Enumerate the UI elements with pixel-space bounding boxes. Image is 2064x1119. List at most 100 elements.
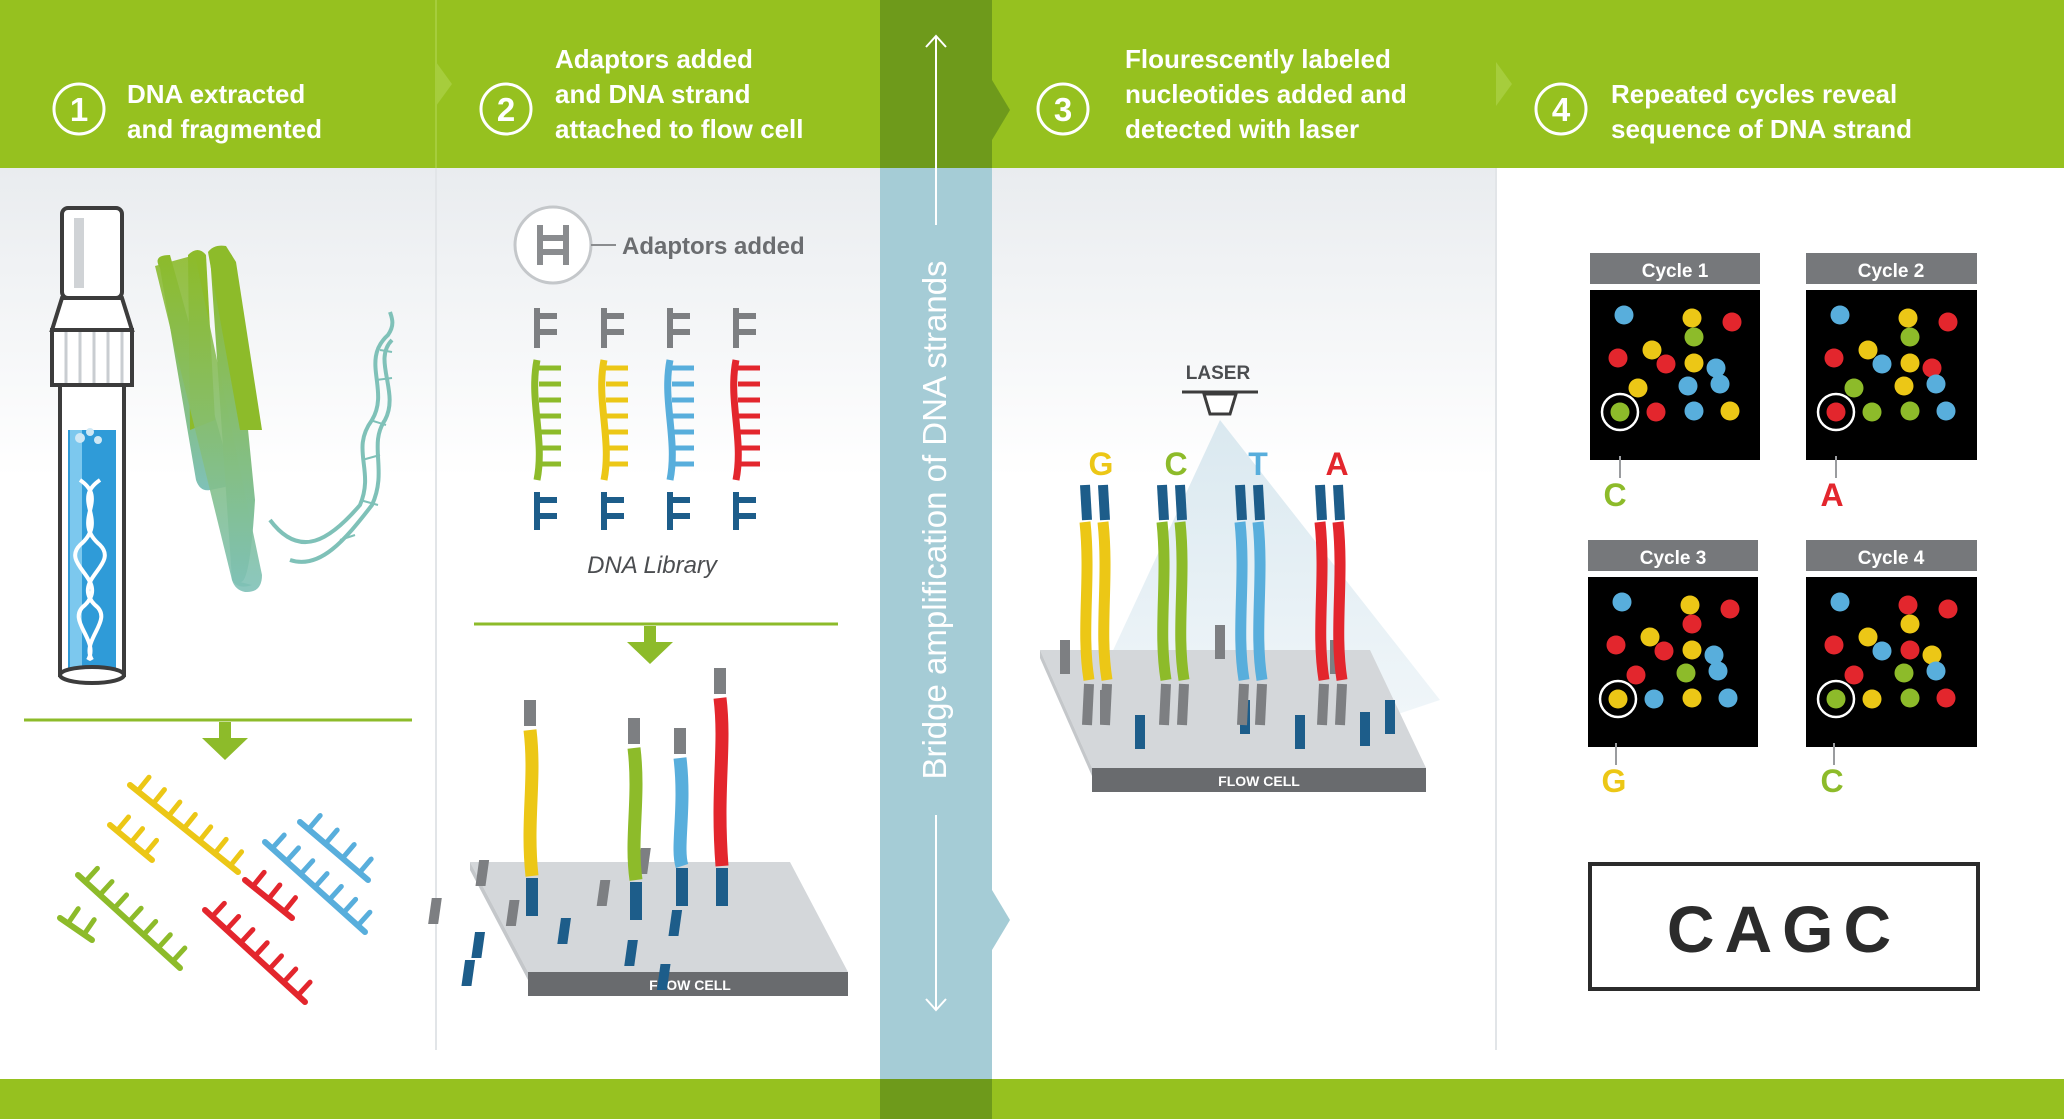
surface-oligo <box>461 960 476 986</box>
adaptor-bottom <box>667 492 690 530</box>
sequence-result-text: CAGC <box>1667 892 1901 966</box>
cluster-dot <box>1926 661 1946 681</box>
flow-cell-label: FLOW CELL <box>1218 773 1300 789</box>
strand-adaptor-top <box>1235 484 1247 521</box>
header-band <box>0 0 2064 168</box>
step-2-number: 2 <box>497 91 515 128</box>
surface-oligo <box>668 910 683 936</box>
bridge-double-arrow <box>925 34 947 1012</box>
dna-library-label: DNA Library <box>587 552 719 579</box>
strand-insert <box>673 757 689 869</box>
test-tube-icon <box>49 206 135 685</box>
cluster-dot <box>1646 402 1666 422</box>
cluster-dot <box>1862 689 1882 709</box>
cycle-2-title: Cycle 2 <box>1858 261 1925 282</box>
cluster-dot <box>1900 614 1920 634</box>
cluster-dot <box>1680 595 1700 615</box>
cluster-dot <box>1710 374 1730 394</box>
surface-oligo <box>596 880 611 906</box>
cluster-dot <box>1640 627 1660 647</box>
cluster-dot <box>1894 376 1914 396</box>
library-strand <box>598 308 628 530</box>
surface-oligo <box>1215 625 1225 659</box>
fragment-green <box>75 865 188 971</box>
cluster-dot <box>1642 340 1662 360</box>
strand-insert <box>1234 521 1250 681</box>
cluster-dot <box>1900 353 1920 373</box>
cluster-dot <box>1862 402 1882 422</box>
library-strand <box>730 308 760 530</box>
flow-cell-label: FLOW CELL <box>649 977 731 993</box>
cycle-4-title: Cycle 4 <box>1858 548 1925 569</box>
labeled-strand-pair <box>1156 484 1190 726</box>
cluster-dot <box>1708 661 1728 681</box>
surface-oligo <box>428 898 442 924</box>
cluster-dot <box>1830 592 1850 612</box>
detected-cluster-ring <box>1816 392 1856 432</box>
fragment-red <box>202 900 313 1005</box>
strand-insert <box>1097 521 1113 681</box>
fragment-red <box>242 869 298 921</box>
strand-insert <box>713 697 729 867</box>
step-2-line-3: attached to flow cell <box>555 114 804 144</box>
laser-label: LASER <box>1186 363 1251 384</box>
cluster-dot <box>1894 663 1914 683</box>
cluster-dot <box>1676 663 1696 683</box>
detected-cluster-ring <box>1816 679 1856 719</box>
cluster-dot <box>1684 353 1704 373</box>
surface-oligo <box>557 918 571 944</box>
step-2-line-1: Adaptors added <box>555 44 753 74</box>
down-arrow-icon <box>202 722 248 760</box>
cluster-dot <box>1898 308 1918 328</box>
strand-insert <box>627 747 643 881</box>
strand-adaptor-top <box>1080 484 1092 521</box>
strand-adaptor-bottom <box>1082 683 1094 726</box>
cluster-dot <box>1656 354 1676 374</box>
cluster-dot <box>1722 312 1742 332</box>
step-3-line-1: Flourescently labeled <box>1125 44 1391 74</box>
dna-fragments <box>57 774 374 1005</box>
cluster-dot <box>1824 348 1844 368</box>
cluster-dot <box>1684 327 1704 347</box>
cluster-dot <box>1682 688 1702 708</box>
detected-cluster-ring <box>1598 679 1638 719</box>
strand-adaptor-bottom <box>1177 683 1189 726</box>
cluster-dot <box>1612 592 1632 612</box>
surface-oligo <box>624 940 638 966</box>
insert-backbone <box>664 359 676 481</box>
cluster-dot <box>1626 665 1646 685</box>
bridge-arrow <box>992 890 1010 950</box>
insert-backbone <box>730 359 742 481</box>
adaptor-top <box>733 308 756 348</box>
step-arrow <box>436 62 452 106</box>
strand-adaptor-top <box>1315 484 1327 521</box>
adaptor-top <box>667 308 690 348</box>
strand-adaptor-top <box>1157 484 1169 521</box>
down-arrow-icon <box>627 626 673 664</box>
strand-adaptor-bottom <box>1317 683 1329 726</box>
dna-helix-icon <box>268 311 395 564</box>
cluster-dot <box>1628 378 1648 398</box>
step-number-badge <box>52 82 106 136</box>
cluster-dot <box>1922 358 1942 378</box>
step-4-header: 4 Repeated cycles reveal sequence of DNA… <box>1534 79 1912 144</box>
adaptor-top <box>601 308 624 348</box>
cluster-dot <box>1858 627 1878 647</box>
flow-cell-strands <box>428 668 729 990</box>
step-2-line-2: and DNA strand <box>555 79 751 109</box>
cycle-3-result: G <box>1602 763 1627 799</box>
cluster-dot <box>1926 374 1946 394</box>
cluster-dot <box>1872 641 1892 661</box>
cluster-dot <box>1844 378 1864 398</box>
step-1-header: 1 DNA extracted and fragmented <box>52 79 322 144</box>
cluster-dot <box>1606 635 1626 655</box>
cluster-dot <box>1844 665 1864 685</box>
strand-adaptor-top <box>1098 484 1110 521</box>
cluster-dot <box>1682 308 1702 328</box>
strand-adaptor-top <box>1253 484 1265 521</box>
step-number-badge <box>1036 82 1090 136</box>
surface-oligo <box>1385 700 1395 734</box>
dna-library <box>531 308 760 530</box>
step-number-badge <box>1534 82 1588 136</box>
strand-insert <box>523 729 539 877</box>
